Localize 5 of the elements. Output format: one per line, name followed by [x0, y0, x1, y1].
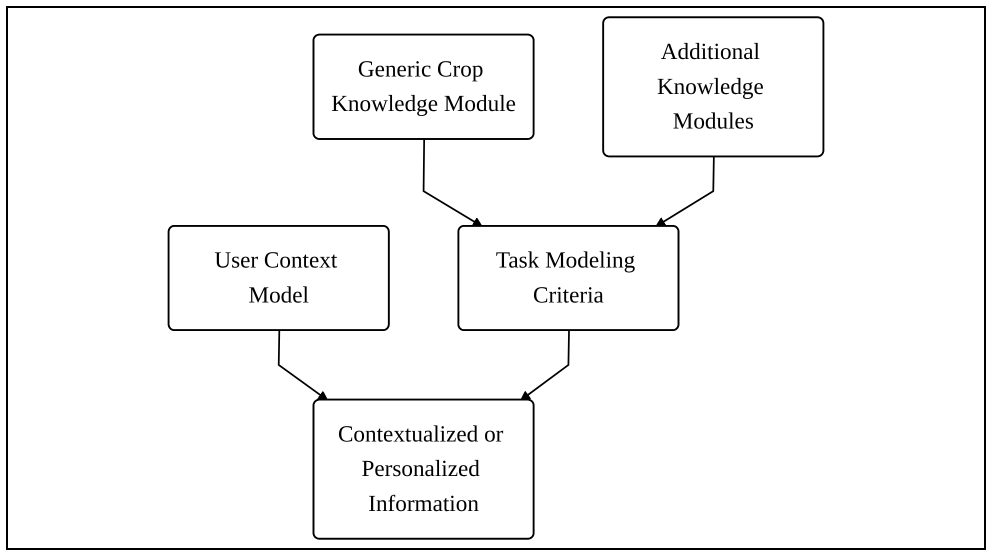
arrow [655, 156, 715, 227]
arrow [278, 330, 328, 401]
arrow [422, 140, 483, 227]
diagram-frame: Generic Crop Knowledge Module Additional Knowledge Modules User Context Model Task Modeling Criteria Contextualized or Personalized Information [6, 6, 986, 550]
arrow [520, 330, 570, 401]
